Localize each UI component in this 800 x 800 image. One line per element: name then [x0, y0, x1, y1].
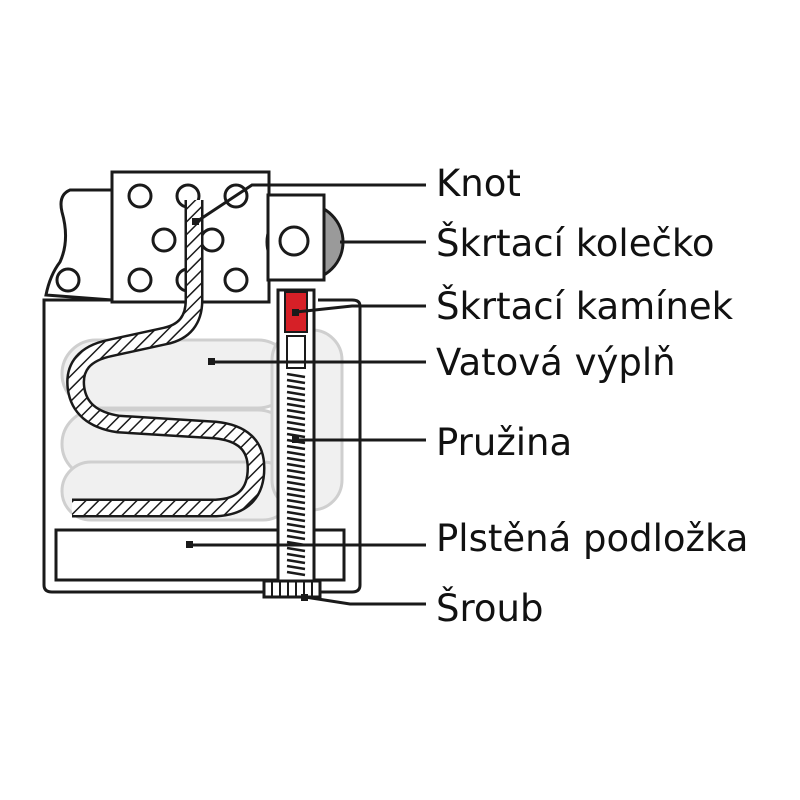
spring-coil: [286, 534, 306, 541]
spring-coil: [286, 504, 306, 511]
spring-coil: [286, 450, 306, 457]
spring-coil: [286, 396, 306, 403]
spring-coil: [286, 384, 306, 391]
spring-coil: [286, 426, 306, 433]
spring-coil: [286, 468, 306, 475]
spring-coil: [286, 552, 306, 559]
spring-coil: [286, 378, 306, 385]
spring-coil: [286, 498, 306, 505]
spring-coil: [286, 402, 306, 409]
label-wick: Knot: [436, 162, 521, 205]
spring-coil: [286, 462, 306, 469]
screw-head: [262, 579, 322, 599]
label-felt-pad: Plstěná podložka: [436, 517, 749, 560]
label-striking-wheel: Škrtací kolečko: [436, 222, 715, 265]
spring-coil: [286, 432, 306, 439]
spring-coil: [286, 558, 306, 565]
spring-coil: [286, 570, 306, 577]
spring-coil: [286, 414, 306, 421]
spring-coil: [286, 408, 306, 415]
spring-coil: [286, 564, 306, 571]
spring-coil: [286, 444, 306, 451]
label-spring: Pružina: [436, 421, 573, 464]
leader-anchors: [186, 218, 308, 601]
label-screw: Šroub: [436, 587, 544, 630]
spring-coil: [286, 474, 306, 481]
insert-top-left-edge: [42, 298, 112, 308]
spring-coil: [286, 510, 306, 517]
spring-coil: [286, 492, 306, 499]
spring-coil: [286, 480, 306, 487]
spring-coil: [286, 516, 306, 523]
wick-hatching: [68, 200, 263, 515]
spring-coil: [286, 372, 306, 379]
spring-coil: [286, 546, 306, 553]
spring-coil: [286, 456, 306, 463]
label-flint: Škrtací kamínek: [436, 285, 734, 328]
leader-lines: [190, 183, 426, 606]
label-cotton-filling: Vatová výplň: [436, 341, 676, 384]
chimney-rivet: [55, 267, 81, 293]
spring-coil: [286, 522, 306, 529]
spring-coil: [286, 486, 306, 493]
spring-coil: [286, 528, 306, 535]
spring-coil: [286, 390, 306, 397]
screw-knurling: [271, 582, 313, 596]
spring-coil: [286, 420, 306, 427]
wheel-axle: [278, 225, 310, 257]
insert-body: [42, 298, 362, 594]
spring-shape: [286, 372, 306, 577]
flint-follower: [286, 335, 306, 369]
